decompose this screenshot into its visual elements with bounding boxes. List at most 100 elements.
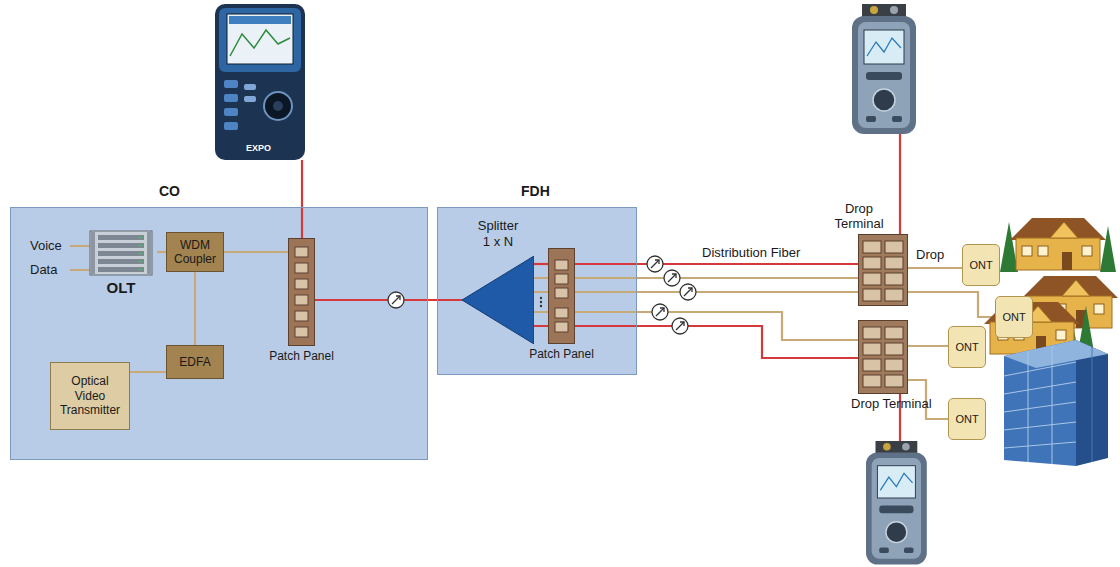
region-heading: FDH (521, 183, 550, 199)
building-illustration (1004, 340, 1108, 466)
otdr-instrument (858, 22, 910, 128)
building-illustration (1028, 351, 1029, 462)
panel-ports (295, 247, 308, 257)
terminal-ports (885, 257, 903, 269)
splitter-outputs (534, 278, 549, 326)
otdr-instrument (879, 506, 913, 514)
building-illustration (1004, 422, 1076, 430)
olt-rack (89, 230, 153, 276)
test-lead (301, 160, 303, 238)
box-label: OLT (107, 279, 136, 296)
panel-ports (555, 288, 568, 298)
terminal-ports (863, 375, 881, 387)
house-illustration (1010, 218, 1106, 270)
terminal-ports (863, 273, 881, 285)
olt-rack (98, 259, 144, 264)
otdr-instrument (273, 101, 283, 111)
box-label: Optical Video Transmitter (57, 374, 123, 417)
connector-symbol (680, 284, 696, 300)
fiber-line (575, 277, 858, 279)
fiber-line (224, 251, 288, 253)
terminal-ports (863, 257, 881, 269)
terminal-ports (859, 321, 907, 393)
connector-symbol (388, 292, 404, 308)
olt-rack (139, 268, 142, 271)
olt-rack (139, 236, 142, 239)
part-label: Patch Panel (269, 349, 334, 363)
panel-ports (555, 260, 568, 270)
connector-symbol (672, 274, 676, 278)
edge-label: Drop (914, 247, 946, 262)
otdr-instrument (866, 116, 876, 122)
box-label: WDM Coupler (170, 238, 220, 267)
house-illustration (1000, 222, 1018, 272)
fiber-hub: FDHSplitter 1 x NPatch Panel (437, 207, 637, 375)
test-lead (899, 134, 901, 234)
house-illustration (1022, 276, 1118, 298)
connector-symbol (652, 304, 668, 320)
ont-box: ONT (948, 326, 986, 368)
terminal-ports (885, 289, 903, 301)
terminal-ports (863, 327, 881, 339)
otdr-instrument (904, 547, 914, 553)
olt-rack (139, 244, 142, 247)
terminal-ports (863, 289, 881, 301)
connector-symbol (660, 308, 664, 312)
panel-ports (295, 263, 308, 273)
splitter-outputs (534, 311, 549, 313)
terminal-ports (885, 343, 903, 355)
olt-rack (98, 251, 144, 256)
otdr-instrument (873, 89, 895, 111)
olt-rack (98, 235, 144, 240)
connector-symbol (688, 288, 692, 292)
otdr-instrument (872, 458, 921, 559)
otdr-instrument (890, 6, 898, 14)
connector-symbol (652, 304, 668, 320)
terminal-ports (885, 327, 903, 339)
house-illustration (1010, 218, 1106, 240)
fiber-line (575, 263, 858, 265)
terminal-ports (885, 241, 903, 253)
splitter-outputs (540, 305, 542, 307)
house-illustration (1062, 252, 1072, 270)
connector-symbol (396, 296, 400, 300)
connector-symbol (647, 256, 663, 272)
olt-rack (139, 252, 142, 255)
panel-ports (295, 327, 308, 337)
connector-symbol (655, 260, 659, 264)
olt-unit: OLT (85, 230, 157, 296)
edfa-box: EDFA (166, 345, 224, 379)
box-label: ONT (955, 413, 978, 425)
otdr-instrument (883, 443, 891, 451)
olt-rack (98, 267, 144, 272)
fiber-line (575, 326, 858, 358)
connector-symbol (680, 284, 696, 300)
fiber-line (908, 292, 995, 317)
otdr-instrument (229, 16, 291, 24)
co-ground (10, 207, 428, 460)
connector-symbol (684, 288, 692, 296)
brand-mark: EXPO (246, 143, 271, 153)
otdr-instrument (224, 94, 238, 102)
otdr-instrument (852, 4, 916, 134)
splitter-outputs (534, 325, 549, 327)
connector-symbol (672, 318, 688, 334)
otdr-instrument (224, 122, 238, 130)
otdr-instrument (224, 80, 238, 88)
splitter-outputs (534, 277, 549, 279)
olt-rack (139, 260, 142, 263)
otdr-instrument (227, 14, 293, 64)
splitter-triangle (462, 256, 534, 344)
terminal-ports (885, 375, 903, 387)
box-label: ONT (955, 341, 978, 353)
ont-box: ONT (948, 398, 986, 440)
otdr-instrument (244, 84, 256, 90)
panel-ports (289, 239, 314, 345)
box-label: ONT (969, 259, 992, 271)
house-illustration (1038, 246, 1048, 256)
otdr-instrument (870, 6, 878, 14)
splitter-triangle (462, 256, 534, 344)
otdr-instrument (886, 522, 907, 543)
panel-ports (295, 295, 308, 305)
box-label: EDFA (179, 355, 210, 369)
